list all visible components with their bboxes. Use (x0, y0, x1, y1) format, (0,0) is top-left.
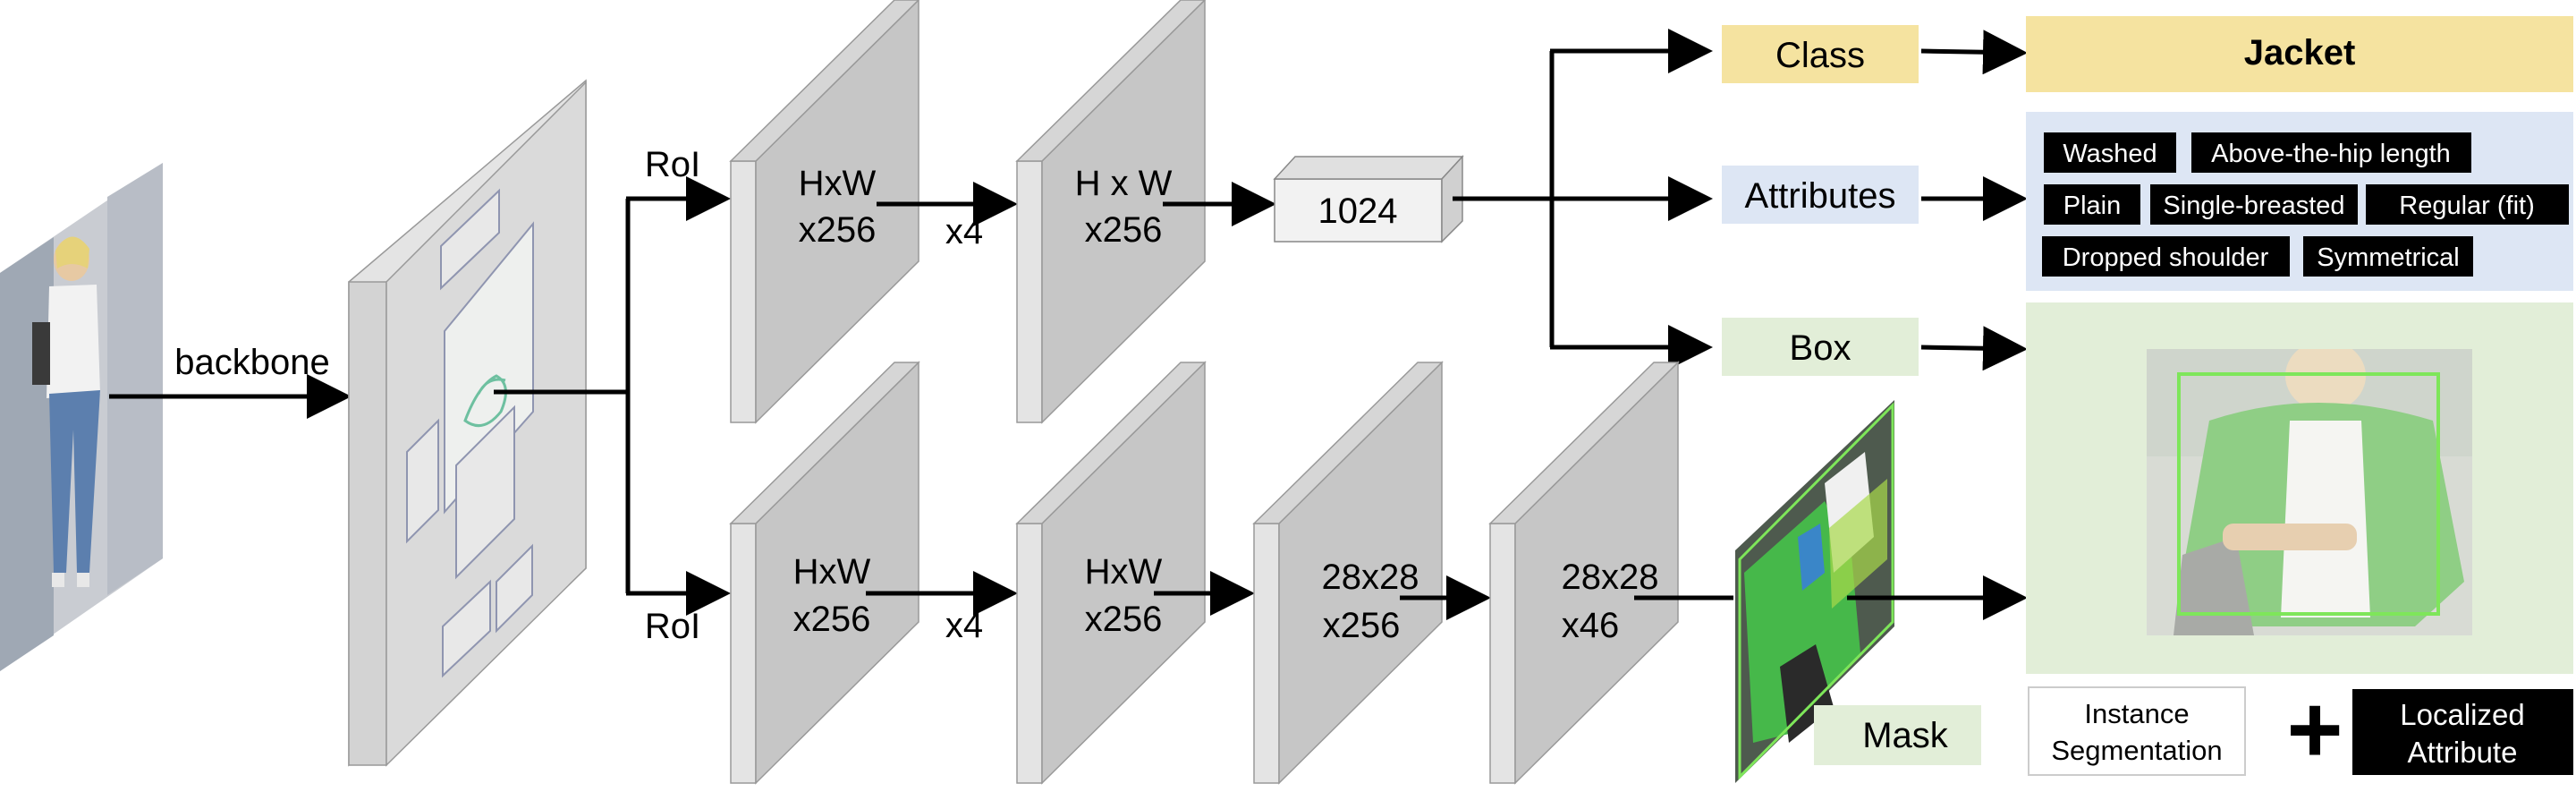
attribute-tag-3: Single-breasted (2163, 192, 2344, 220)
block-bot-4-line2: x46 (1562, 606, 1620, 645)
instance-segmentation-line1: Instance (2084, 698, 2189, 729)
block-bot-2-line1: HxW (1085, 552, 1163, 592)
plus-sign: + (2286, 675, 2343, 783)
instance-segmentation-line2: Segmentation (2051, 735, 2222, 766)
fc-label: 1024 (1318, 192, 1398, 231)
attributes-head-label: Attributes (1745, 176, 1896, 216)
attribute-tag-4: Regular (fit) (2399, 192, 2535, 220)
class-output-value: Jacket (2244, 33, 2356, 72)
box-head-label: Box (1790, 328, 1852, 368)
mask-label: Mask (1862, 716, 1949, 755)
localized-attribute-box (2352, 689, 2573, 775)
localized-attribute-line2: Attribute (2408, 736, 2518, 769)
mask-label-box (1814, 705, 1981, 765)
block-bot-1 (729, 361, 920, 785)
box-head-box (1722, 318, 1919, 376)
block-bot-2 (1015, 361, 1207, 785)
input-photo (0, 163, 163, 671)
block-top-2-line1: H x W (1075, 164, 1173, 203)
block-bot-3-line1: 28x28 (1322, 558, 1419, 597)
block-top-2-line2: x256 (1085, 210, 1163, 250)
x4-top-label: x4 (945, 212, 983, 251)
block-bot-1-line1: HxW (793, 552, 871, 592)
class-head-box (1722, 25, 1919, 83)
block-bot-3 (1252, 361, 1444, 785)
x4-bottom-label: x4 (945, 606, 983, 645)
class-head-label: Class (1775, 36, 1865, 75)
segmentation-preview (2147, 349, 2472, 635)
roi-connectors (494, 176, 731, 616)
block-top-2 (1015, 0, 1207, 424)
feature-map (348, 79, 587, 767)
attribute-tag-6: Symmetrical (2317, 243, 2460, 272)
attributes-head-box (1722, 166, 1919, 224)
head-connectors (1453, 29, 1713, 370)
attribute-tag-5: Dropped shoulder (2063, 243, 2269, 272)
localized-attribute-line1: Localized (2400, 698, 2524, 731)
block-top-1-line1: HxW (799, 164, 877, 203)
block-bot-4 (1488, 361, 1680, 785)
attribute-tag-2: Plain (2063, 192, 2122, 220)
block-bot-1-line2: x256 (793, 600, 871, 639)
block-bot-2-line2: x256 (1085, 600, 1163, 639)
attribute-tags (2042, 132, 2569, 277)
block-bot-3-line2: x256 (1323, 606, 1401, 645)
attribute-tag-0: Washed (2063, 140, 2157, 168)
instance-segmentation-box (2028, 686, 2246, 776)
block-top-1-line2: x256 (799, 210, 877, 250)
output-arrows (1920, 30, 2028, 371)
attribute-tag-1: Above-the-hip length (2211, 140, 2451, 168)
fc-box (1273, 155, 1464, 243)
roi-top-label: RoI (645, 145, 700, 184)
block-top-1 (729, 0, 920, 424)
mask-image (1735, 400, 1894, 783)
backbone-label: backbone (174, 343, 329, 382)
class-output-box (2026, 16, 2573, 92)
roi-bottom-label: RoI (645, 607, 700, 646)
bounding-box (2177, 372, 2440, 616)
block-bot-4-line1: 28x28 (1562, 558, 1659, 597)
